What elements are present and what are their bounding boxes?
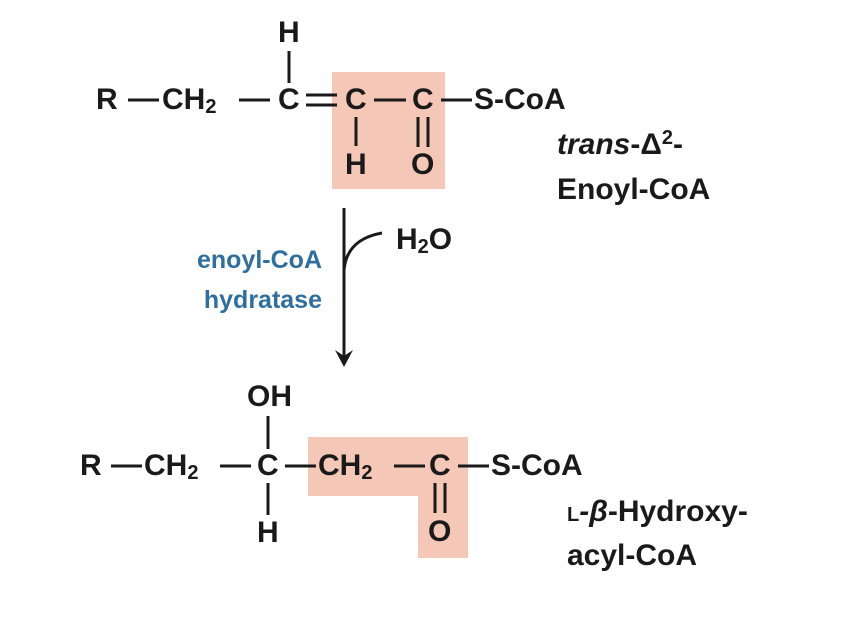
product-o: O	[428, 515, 452, 548]
product-name: L-β-Hydroxy-	[567, 495, 748, 528]
product-c-oh: C	[257, 449, 279, 482]
reactant-c-alpha: C	[345, 83, 367, 116]
product-oh: OH	[247, 380, 292, 413]
reactant-c-top: C	[278, 83, 300, 116]
enzyme-name-line2: hydratase	[203, 286, 322, 314]
product-ch2-mid: CH2	[318, 449, 373, 484]
water-label: H2O	[396, 223, 453, 258]
reactant-ch2: CH2	[162, 83, 217, 118]
product-h: H	[257, 516, 279, 549]
product-c-carbonyl: C	[429, 449, 451, 482]
enzyme-name-line1: enoyl-CoA	[197, 246, 322, 274]
product-r: R	[80, 449, 102, 482]
reactant-name: trans-Δ2-	[557, 127, 684, 161]
reactant-scoa: S-CoA	[474, 83, 566, 116]
reactant-c-carbonyl: C	[412, 83, 434, 116]
reactant-o: O	[411, 148, 435, 181]
reactant-h-alpha: H	[345, 148, 367, 181]
water-arrow-curve	[342, 231, 383, 271]
product-name-line2: acyl-CoA	[567, 539, 698, 572]
product-highlight-shape	[308, 437, 468, 558]
reactant-name-line2: Enoyl-CoA	[557, 173, 711, 206]
reaction-arrow-head	[335, 350, 353, 367]
product-ch2: CH2	[144, 449, 199, 484]
reactant-r: R	[96, 83, 118, 116]
reactant-h-top: H	[278, 16, 300, 49]
reactant-highlight-box	[332, 72, 445, 189]
product-scoa: S-CoA	[491, 449, 583, 482]
